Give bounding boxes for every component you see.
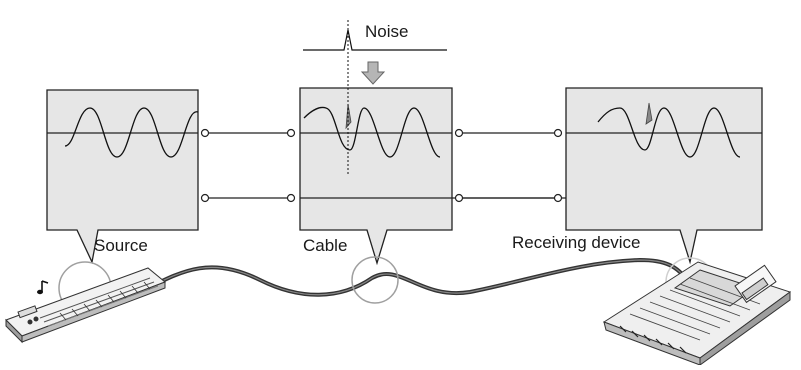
receiving-waveform [597,107,741,158]
terminal-node [200,128,210,138]
cable-label: Cable [303,236,347,255]
receiving-panel: Receiving device [512,87,763,265]
receiving-noise-spike [645,102,653,125]
terminal-node [454,193,464,203]
terminal-node [553,128,563,138]
source-panel: Source [46,89,199,265]
cable-panel: Cable [299,20,453,266]
terminal-node [454,128,464,138]
source-waveform [64,107,199,158]
signal-lines [200,128,566,203]
noise-indicator: Noise [303,22,447,85]
cable-magnifier [351,256,399,304]
keyboard-icon [5,267,166,344]
terminal-node [200,193,210,203]
terminal-node [286,128,296,138]
noise-label: Noise [365,22,408,41]
receiving-label: Receiving device [512,233,641,252]
mixer-icon [602,261,792,366]
source-label: Source [94,236,148,255]
physical-cable [120,257,690,302]
down-arrow-icon [360,61,386,85]
terminal-node [286,193,296,203]
terminal-node [553,193,563,203]
cable-waveform [303,106,441,158]
music-note-icon [37,280,49,295]
